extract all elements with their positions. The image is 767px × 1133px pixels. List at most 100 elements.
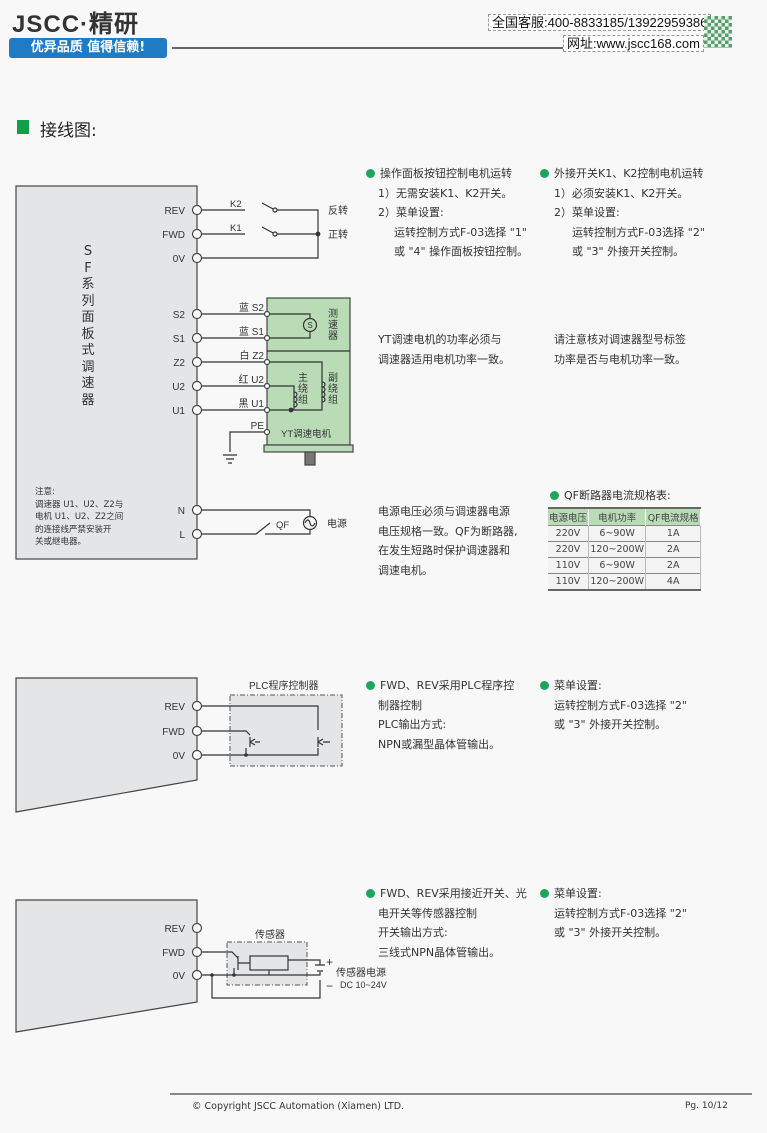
wire-label: 黑 U1 xyxy=(238,398,264,410)
note-line: 调速器 U1、U2、Z2与 xyxy=(35,499,124,510)
bullet-icon xyxy=(366,169,375,178)
plc-menu-notes: 菜单设置: 运转控制方式F-03选择 "2" 或 "3" 外接开关控制。 xyxy=(540,676,687,735)
note-line: 运转控制方式F-03选择 "2" xyxy=(554,698,687,712)
website-link[interactable]: 网址:www.jscc168.com xyxy=(563,35,704,52)
terminal-label: L xyxy=(179,530,185,541)
switch-k2-label: K2 xyxy=(230,199,242,210)
qf-table-title: QF断路器电流规格表: xyxy=(550,486,671,506)
note-line: 1）必须安装K1、K2开关。 xyxy=(554,186,689,200)
phone-box: 全国客服:400-8833185/13922959386 xyxy=(488,14,712,31)
switch-k1-label: K1 xyxy=(230,223,242,234)
sensor-supply-label: 传感器电源 xyxy=(336,966,386,979)
note-line: 电机 U1、U2、Z2之间 xyxy=(35,512,124,522)
power-note: YT调速电机的功率必须与 调速器适用电机功率一致。 xyxy=(378,330,510,369)
terminal-label: 0V xyxy=(173,751,186,762)
note-line: 开关输出方式: xyxy=(378,926,448,939)
note-title: FWD、REV采用接近开关、光 xyxy=(380,887,527,900)
cell: 6~90W xyxy=(588,557,647,574)
motor-terminal-dots xyxy=(263,310,271,436)
terminal-label: U2 xyxy=(172,382,185,393)
note-line: 或 "4" 操作面板按钮控制。 xyxy=(394,245,529,258)
terminal-label: N xyxy=(178,506,185,517)
note-line: 关或继电器。 xyxy=(35,537,87,547)
terminal-label: S2 xyxy=(173,310,186,321)
column-header: QF电流规格 xyxy=(645,508,701,526)
note-line: 请注意核对调速器型号标签 xyxy=(554,333,686,346)
terminal-label: FWD xyxy=(162,948,185,959)
note-line: 电压规格一致。QF为断路器, xyxy=(378,524,518,538)
note-title: 外接开关K1、K2控制电机运转 xyxy=(554,167,704,180)
char: 系 xyxy=(81,277,95,292)
wiring-diagram-panel xyxy=(15,185,354,560)
terminal-label: REV xyxy=(164,702,185,713)
cell: 120~200W xyxy=(588,541,647,558)
char: 式 xyxy=(81,343,95,358)
sensor-label: 传感器 xyxy=(255,928,285,941)
plc-label: PLC程序控制器 xyxy=(249,679,318,692)
aux-winding-label: 副绕组 xyxy=(328,373,338,406)
note-line: 电开关等传感器控制 xyxy=(378,906,477,920)
cell: 110V xyxy=(548,557,589,574)
cell: 220V xyxy=(548,525,589,542)
external-switch-notes: 外接开关K1、K2控制电机运转 1）必须安装K1、K2开关。 2）菜单设置: 运… xyxy=(540,164,705,262)
tacho-label: 测速器 xyxy=(328,309,338,342)
controller-panel-partial xyxy=(15,899,198,1033)
note-line: 1）无需安装K1、K2开关。 xyxy=(378,186,513,200)
terminal-label: S1 xyxy=(173,334,186,345)
note-line: 运转控制方式F-03选择 "2" xyxy=(572,225,705,239)
note-title: FWD、REV采用PLC程序控 xyxy=(380,679,515,692)
terminal-label: 0V xyxy=(173,254,186,265)
note-line: 调速器适用电机功率一致。 xyxy=(378,352,510,366)
bullet-icon xyxy=(540,681,549,690)
power-check-note: 请注意核对调速器型号标签 功率是否与电机功率一致。 xyxy=(554,330,686,369)
plc-notes: FWD、REV采用PLC程序控 制器控制 PLC输出方式: NPN或漏型晶体管输… xyxy=(366,676,514,754)
table-header-row: 电源电压 电机功率 QF电流规格 xyxy=(548,508,701,526)
note-line: 调速电机。 xyxy=(378,563,433,577)
note-line: NPN或漏型晶体管输出。 xyxy=(378,737,501,751)
terminal-label: U1 xyxy=(172,406,185,417)
forward-label: 正转 xyxy=(328,228,348,241)
note-line: 功率是否与电机功率一致。 xyxy=(554,352,686,366)
char: S xyxy=(83,244,93,259)
note-line: 运转控制方式F-03选择 "2" xyxy=(554,906,687,920)
char: 器 xyxy=(81,392,95,408)
char: 调 xyxy=(81,359,95,375)
section-marker-icon xyxy=(17,120,29,134)
wiring-note: 注意: 调速器 U1、U2、Z2与 电机 U1、U2、Z2之间 的连接线严禁安装… xyxy=(35,486,130,549)
tacho-symbol: S xyxy=(307,321,312,330)
char: 速 xyxy=(81,376,95,391)
wire-label: PE xyxy=(251,421,265,432)
bullet-icon xyxy=(540,889,549,898)
char: 面 xyxy=(81,310,95,325)
bullet-icon xyxy=(540,169,549,178)
char: 板 xyxy=(81,326,95,342)
page-number: Pg. 10/12 xyxy=(685,1101,728,1111)
wire-label: 蓝 S2 xyxy=(239,302,264,314)
controller-panel-partial xyxy=(15,677,198,813)
terminal-label: 0V xyxy=(173,971,186,982)
note-line: 电源电压必须与调速器电源 xyxy=(378,505,510,518)
plus-sign: + xyxy=(326,955,333,969)
sensor-supply-spec: DC 10~24V xyxy=(340,980,387,990)
copyright: © Copyright JSCC Automation (Xiamen) LTD… xyxy=(192,1101,405,1112)
section-title: 接线图: xyxy=(40,121,97,141)
cell: 220V xyxy=(548,541,589,558)
cell: 6~90W xyxy=(588,525,647,542)
note-line: 2）菜单设置: xyxy=(554,206,620,219)
note-title: 操作面板按钮控制电机运转 xyxy=(380,167,512,180)
reverse-label: 反转 xyxy=(328,204,348,217)
bullet-icon xyxy=(366,889,375,898)
device-vertical-label: S F 系 列 面 板 式 调 速 器 xyxy=(80,244,96,409)
note-line: PLC输出方式: xyxy=(378,718,447,731)
terminal-label: Z2 xyxy=(173,358,185,369)
wire-label: 白 Z2 xyxy=(240,349,265,362)
note-line: 或 "3" 外接开关控制。 xyxy=(554,718,667,731)
terminal-label: FWD xyxy=(162,727,185,738)
cell: 4A xyxy=(645,573,701,590)
